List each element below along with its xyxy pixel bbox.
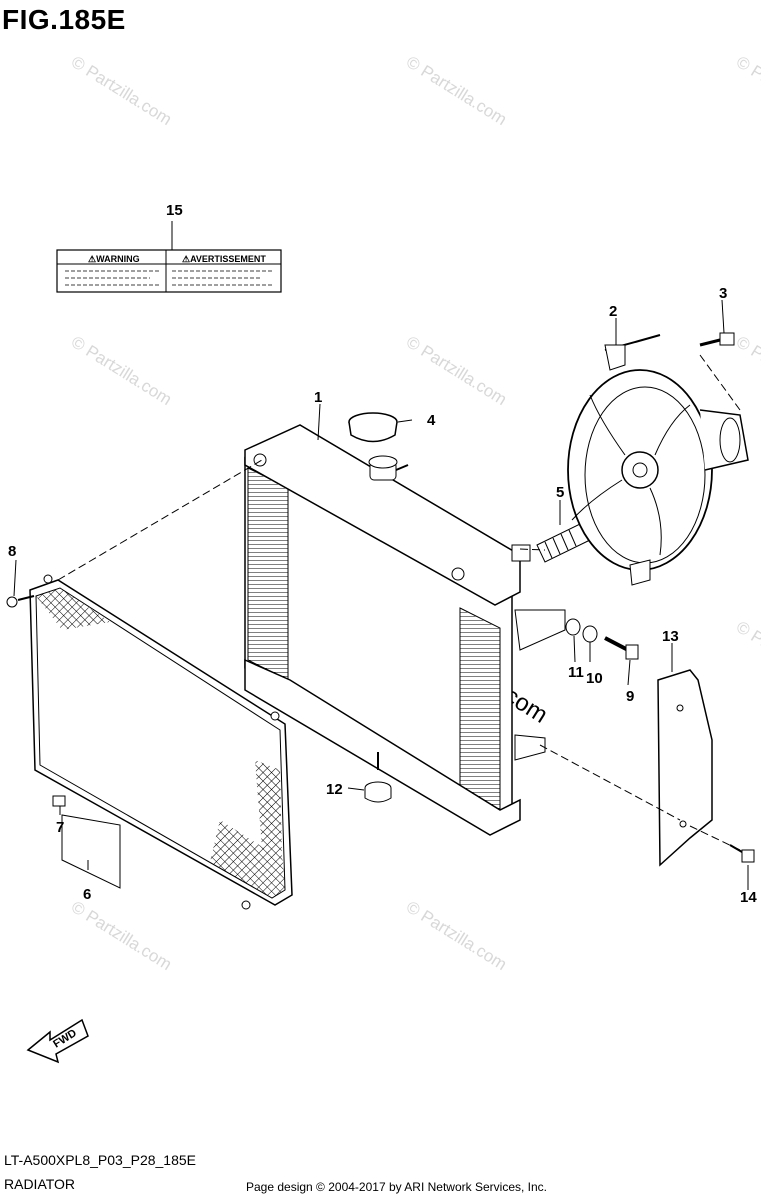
callout-group: 15 1 4 2 3 5 8 11 10 9 13 12 7 6 14 xyxy=(8,202,757,906)
watermark-6: © Partzilla.com xyxy=(68,897,175,974)
callout-10: 10 xyxy=(586,670,603,687)
callout-11: 11 xyxy=(568,664,584,681)
part-3-bolt[interactable] xyxy=(699,332,735,347)
callout-8: 8 xyxy=(8,543,16,560)
callout-7: 7 xyxy=(56,819,64,836)
watermark-7: © Partzilla.com xyxy=(403,897,510,974)
warning-text: ⚠WARNING xyxy=(88,254,140,264)
callout-4: 4 xyxy=(427,412,436,429)
callout-12: 12 xyxy=(326,781,343,798)
fwd-arrow: FWD xyxy=(26,1018,89,1064)
watermark-4: © Partzilla.com xyxy=(403,332,510,409)
watermark-2: © Partzilla.com xyxy=(403,52,510,129)
callout-9: 9 xyxy=(626,688,634,705)
part-7-clip[interactable] xyxy=(52,795,66,807)
part-15-warning-label[interactable]: ⚠WARNING ⚠AVERTISSEMENT xyxy=(56,221,282,293)
watermark-1: © Partzilla.com xyxy=(68,52,175,129)
part-11-grommet[interactable] xyxy=(565,618,581,636)
watermark-8: © Partzilla.com xyxy=(733,52,761,129)
watermark-9: © Partzilla.com xyxy=(733,332,761,409)
part-13-cover[interactable] xyxy=(657,669,713,867)
part-6-outline xyxy=(61,814,121,889)
part-10-collar[interactable] xyxy=(582,625,598,643)
callout-5: 5 xyxy=(556,484,564,501)
part-4-radiator-cap[interactable] xyxy=(348,412,398,443)
figure-title: FIG.185E xyxy=(2,4,126,35)
part-12-grommet[interactable] xyxy=(364,781,392,803)
figure-code: LT-A500XPL8_P03_P28_185E xyxy=(4,1152,197,1168)
avertissement-text: ⚠AVERTISSEMENT xyxy=(182,254,266,264)
callout-13: 13 xyxy=(662,628,679,645)
part-9-bolt[interactable] xyxy=(604,636,639,660)
figure-name: RADIATOR xyxy=(4,1176,76,1192)
part-14-screw[interactable] xyxy=(729,844,755,863)
alignment-lines xyxy=(57,354,741,851)
callout-6: 6 xyxy=(83,886,91,903)
part-2-cooling-fan[interactable] xyxy=(567,334,749,586)
callout-15: 15 xyxy=(166,202,183,219)
callout-1: 1 xyxy=(314,389,322,406)
copyright-text: Page design © 2004-2017 by ARI Network S… xyxy=(246,1180,548,1194)
callout-3: 3 xyxy=(719,285,727,302)
callout-14: 14 xyxy=(740,889,757,906)
leader-lines xyxy=(13,299,749,890)
part-1-radiator[interactable] xyxy=(244,424,566,836)
watermark-3: © Partzilla.com xyxy=(68,332,175,409)
part-8-screw[interactable] xyxy=(6,595,35,608)
part-6-radiator-screen[interactable] xyxy=(29,574,293,910)
watermark-10: © Partzilla.com xyxy=(733,617,761,694)
callout-2: 2 xyxy=(609,303,617,320)
